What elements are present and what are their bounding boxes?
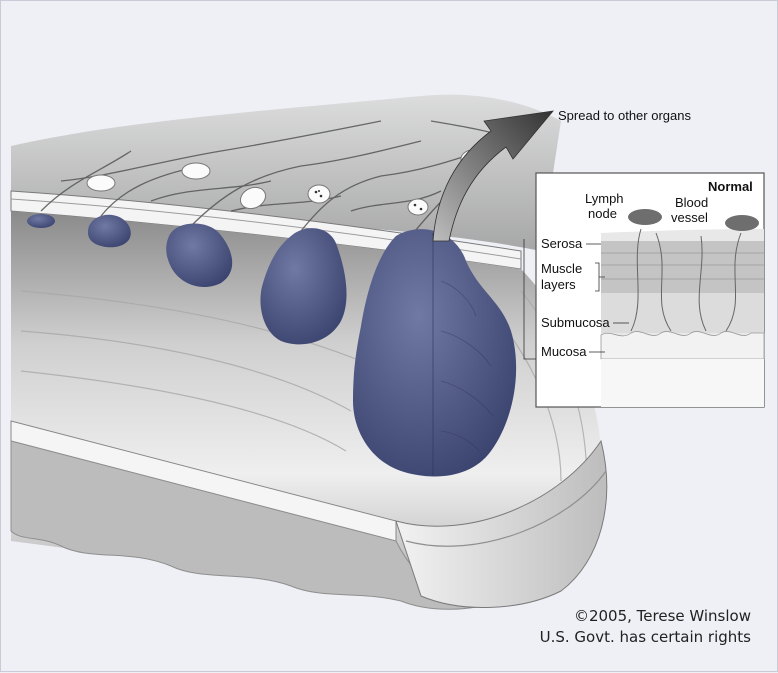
serosa-label: Serosa <box>541 236 583 251</box>
muscle-layers-2-label: layers <box>541 277 576 292</box>
normal-label: Normal <box>708 179 753 194</box>
lymph-node-2-label: node <box>588 206 617 221</box>
blood-vessel-2-label: vessel <box>671 210 708 225</box>
credit-line-1: ©2005, Terese Winslow <box>540 606 751 627</box>
spread-label: Spread to other organs <box>558 108 691 123</box>
credit-line-2: U.S. Govt. has certain rights <box>540 627 751 648</box>
submucosa-label: Submucosa <box>541 315 610 330</box>
tumor-stage-0 <box>27 214 55 228</box>
muscle-layers-1-label: Muscle <box>541 261 582 276</box>
mucosa-label: Mucosa <box>541 344 587 359</box>
lymph-node-1-label: Lymph <box>585 191 624 206</box>
blood-vessel-1-label: Blood <box>675 195 708 210</box>
normal-inset: Normal Lymph node Blood vessel Serosa Mu… <box>524 173 764 407</box>
copyright-credit: ©2005, Terese Winslow U.S. Govt. has cer… <box>540 606 751 648</box>
